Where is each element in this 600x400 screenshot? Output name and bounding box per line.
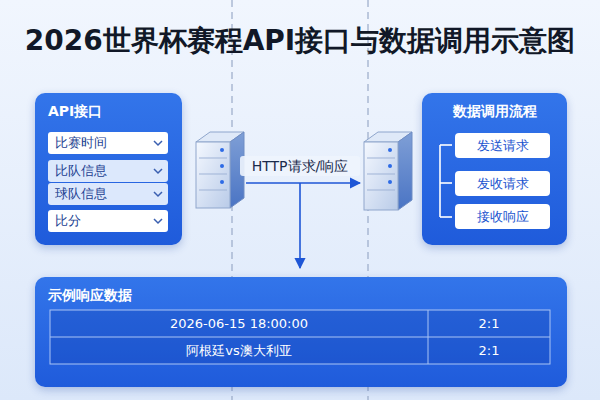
item-label: 比队信息 (48, 160, 168, 182)
table-cell: 2026-06-15 18:00:00 (50, 310, 428, 337)
field-item: 球队信息 (48, 183, 168, 205)
panel-box: API接口比赛时间比队信息球队信息比分 (35, 93, 182, 245)
item-label: 球队信息 (48, 183, 168, 205)
table-cell: 2:1 (428, 310, 550, 337)
table-cell: 阿根廷vs澳大利亚 (50, 337, 428, 364)
table-cell: 2:1 (428, 337, 550, 364)
step-box: 接收响应 (455, 204, 550, 229)
step-box: 发收请求 (455, 171, 550, 196)
field-item: 比赛时间 (48, 132, 168, 154)
server-icon (196, 132, 244, 208)
step-box: 发送请求 (455, 133, 550, 158)
http-arrow (246, 182, 360, 184)
field-item: 比分 (48, 210, 168, 232)
panel-box: 示例响应数据 (35, 277, 567, 387)
item-label: 发送请求 (455, 133, 550, 158)
field-item: 比队信息 (48, 160, 168, 182)
panel-heading: 数据调用流程 (422, 101, 567, 121)
item-label: 比分 (48, 210, 168, 232)
panel-heading: API接口 (48, 101, 102, 121)
panel-heading: 示例响应数据 (48, 285, 132, 305)
panel-box: 数据调用流程发送请求发收请求接收响应 (422, 93, 567, 245)
item-label: 比赛时间 (48, 132, 168, 154)
response-arrow (299, 183, 301, 268)
item-label: 接收响应 (455, 204, 550, 229)
item-label: 发收请求 (455, 171, 550, 196)
server-icon (364, 132, 412, 210)
diagram-title: 2026世界杯赛程API接口与数据调用示意图 (0, 22, 600, 60)
connector-label: HTTP请求/响应 (240, 156, 360, 176)
